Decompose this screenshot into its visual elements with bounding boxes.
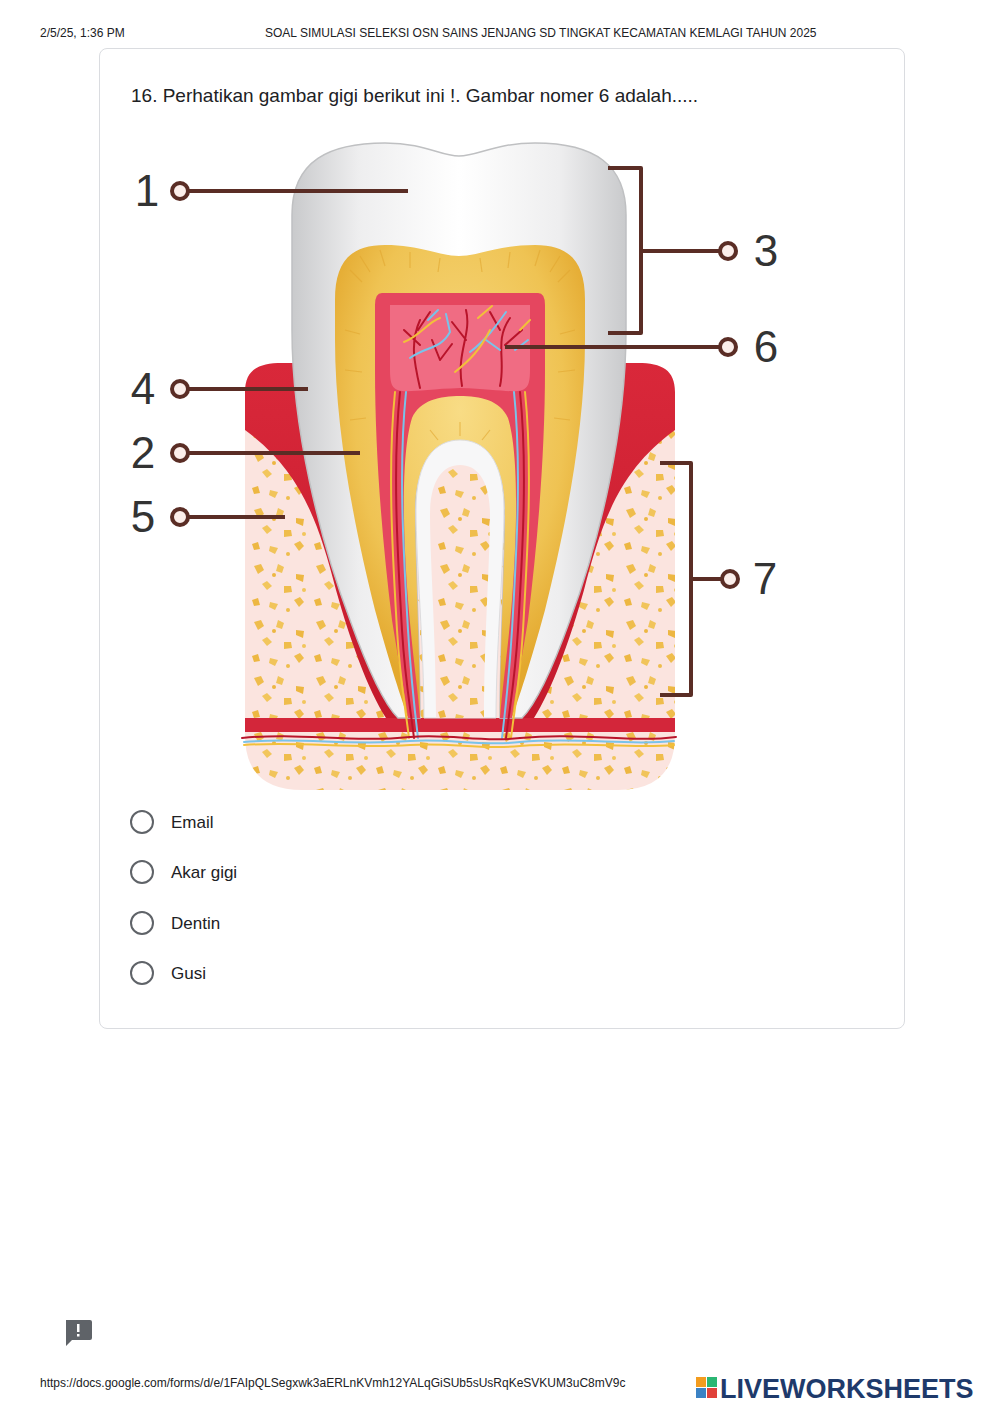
callout-number: 7 <box>753 553 777 606</box>
page-header-date: 2/5/25, 1:36 PM <box>40 26 125 40</box>
callout-number: 5 <box>131 491 155 544</box>
callout-number: 2 <box>131 427 155 480</box>
callout-number: 4 <box>131 363 155 416</box>
form-question-card: 16. Perhatikan gambar gigi berikut ini !… <box>99 48 905 1029</box>
callout-number: 6 <box>754 321 778 374</box>
option-text: Dentin <box>171 914 220 934</box>
watermark-logo: LIVEWORKSHEETS <box>720 1373 974 1405</box>
page-footer-url: https://docs.google.com/forms/d/e/1FAIpQ… <box>40 1376 625 1390</box>
callout-number: 3 <box>754 225 778 278</box>
option-text: Akar gigi <box>171 863 237 883</box>
page-header-title: SOAL SIMULASI SELEKSI OSN SAINS JENJANG … <box>265 26 817 40</box>
option-text: Gusi <box>171 964 206 984</box>
callout-number: 1 <box>135 165 159 218</box>
question-text: 16. Perhatikan gambar gigi berikut ini !… <box>131 85 698 108</box>
option-text: Email <box>171 813 214 833</box>
